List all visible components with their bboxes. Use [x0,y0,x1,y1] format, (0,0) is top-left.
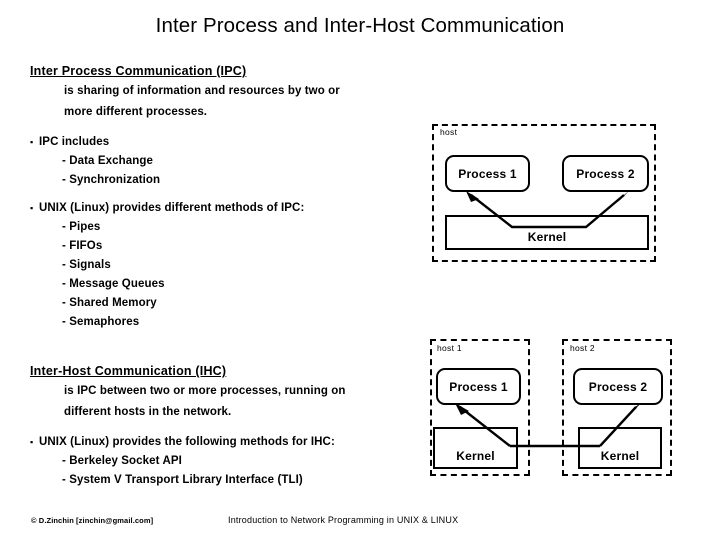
page-title: Inter Process and Inter-Host Communicati… [155,14,565,37]
ihc-host-2-boundary [562,339,672,476]
ihc-definition-line-1: is IPC between two or more processes, ru… [64,385,346,397]
ipc-process-2-box: Process 2 [562,155,649,192]
list-item: - Signals [62,259,111,271]
ipc-methods-label: UNIX (Linux) provides different methods … [39,202,305,214]
ihc-section: Inter-Host Communication (IHC) is IPC be… [30,363,390,490]
ihc-host-1-label: host 1 [437,343,462,353]
content-text-column: Inter Process Communication (IPC) is sha… [30,63,390,490]
footer-copyright: © D.Zinchin [zinchin@gmail.com] [31,516,154,525]
ipc-definition-line-2: more different processes. [64,106,208,118]
ihc-kernel-2-label: Kernel [600,449,640,463]
ihc-heading: Inter-Host Communication (IHC) [30,364,227,378]
ihc-process-1-box: Process 1 [436,368,521,405]
list-item: - Berkeley Socket API [62,455,182,467]
footer-course-title: Introduction to Network Programming in U… [228,515,459,525]
ipc-section: Inter Process Communication (IPC) is sha… [30,63,390,332]
ipc-process-1-label: Process 1 [458,166,517,181]
ipc-definition-line-1: is sharing of information and resources … [64,85,340,97]
ipc-host-boundary [432,124,656,262]
ihc-definition-line-2: different hosts in the network. [64,406,232,418]
list-item: - Message Queues [62,278,165,290]
ihc-methods-label: UNIX (Linux) provides the following meth… [39,436,335,448]
ihc-host-1-boundary [430,339,530,476]
ihc-methods-bullet: ▪ UNIX (Linux) provides the following me… [30,433,390,452]
ihc-host-2-label: host 2 [570,343,595,353]
ihc-process-2-label: Process 2 [588,379,648,394]
list-item: - FIFOs [62,240,103,252]
ipc-includes-label: IPC includes [39,136,110,148]
list-item: - Shared Memory [62,297,157,309]
square-bullet-icon: ▪ [30,137,34,147]
list-item: - Data Exchange [62,155,153,167]
list-item: - Pipes [62,221,101,233]
ipc-host-label: host [440,127,458,137]
ihc-kernel-1-box: Kernel [433,427,518,469]
ipc-process-2-label: Process 2 [576,166,635,181]
list-item: - System V Transport Library Interface (… [62,474,303,486]
ipc-heading: Inter Process Communication (IPC) [30,64,247,78]
ihc-kernel-1-label: Kernel [456,449,495,463]
ihc-process-2-box: Process 2 [573,368,663,405]
list-item: - Synchronization [62,174,161,186]
square-bullet-icon: ▪ [30,203,34,213]
ipc-methods-bullet: ▪ UNIX (Linux) provides different method… [30,199,390,218]
ihc-process-1-label: Process 1 [449,379,508,394]
ipc-kernel-label: Kernel [527,230,567,244]
ihc-kernel-2-box: Kernel [578,427,662,469]
ipc-includes-bullet: ▪ IPC includes [30,133,390,152]
ipc-process-1-box: Process 1 [445,155,530,192]
slide-footer: © D.Zinchin [zinchin@gmail.com] Introduc… [0,508,720,540]
square-bullet-icon: ▪ [30,437,34,447]
list-item: - Semaphores [62,316,140,328]
